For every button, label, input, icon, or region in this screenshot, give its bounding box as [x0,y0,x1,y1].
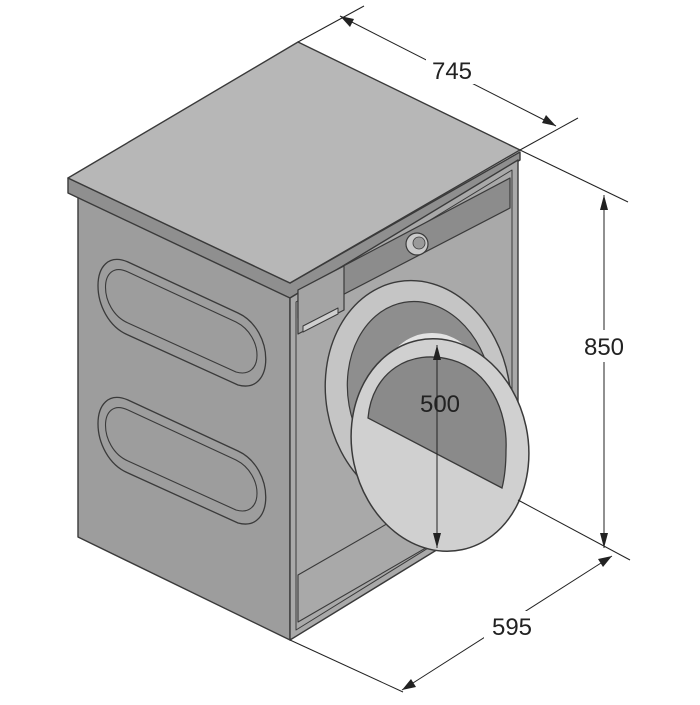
arrow-depth-end [542,115,556,126]
detergent-drawer-handle [302,307,339,333]
label-height: 850 [584,334,624,361]
label-bg-height [578,330,630,362]
arrow-depth-start [340,16,354,27]
arrow-door-bottom [433,533,441,548]
side-emboss-upper [97,258,267,387]
ext-depth-right [519,117,579,151]
label-depth: 745 [432,58,472,85]
ext-width-left [289,639,404,693]
label-width: 595 [492,614,532,641]
ext-depth-left [297,5,365,43]
ext-height-bottom [517,499,631,561]
arrow-width-start [402,679,416,690]
ext-height-top [519,149,629,203]
side-emboss-lower [97,396,267,525]
dimension-arrows [340,16,612,690]
detergent-drawer [297,265,345,335]
program-dial [405,232,429,256]
label-door-opening: 500 [420,391,460,418]
label-bg-depth [426,54,478,84]
arrow-door-top [433,345,441,360]
arrow-height-bottom [600,533,608,548]
arrow-width-end [598,556,612,567]
label-bg-width [484,611,540,641]
arrow-height-top [600,195,608,210]
